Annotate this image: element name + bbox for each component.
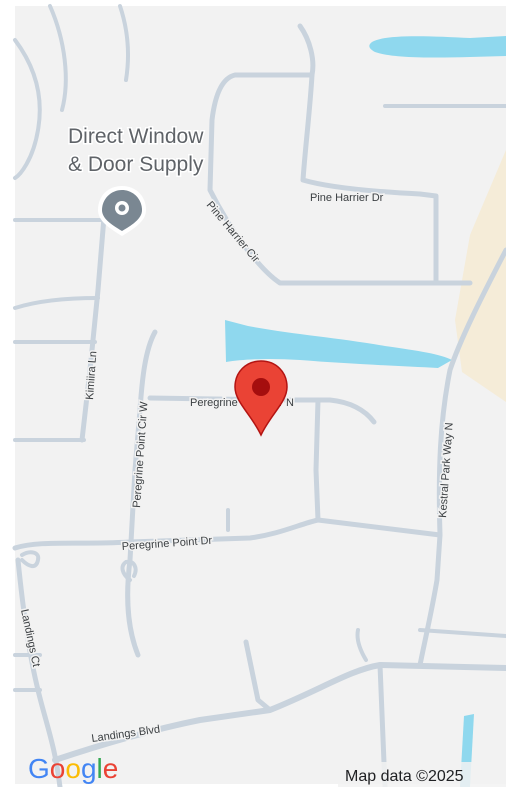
place-name-line1[interactable]: Direct Window bbox=[67, 124, 206, 150]
attribution-background bbox=[338, 762, 506, 787]
google-logo-letter-4: g bbox=[81, 753, 97, 784]
place-pin-icon[interactable] bbox=[98, 186, 146, 236]
google-logo-letter-3: o bbox=[65, 753, 81, 784]
google-logo-letter-6: e bbox=[103, 753, 119, 784]
svg-text:Google: Google bbox=[28, 753, 118, 784]
place-name-line2[interactable]: & Door Supply bbox=[67, 152, 206, 178]
google-logo-letter-1: G bbox=[28, 753, 50, 784]
google-logo-letter-5: l bbox=[97, 753, 103, 784]
red-location-marker-icon[interactable] bbox=[234, 360, 288, 437]
google-logo[interactable]: Google bbox=[28, 753, 118, 784]
road-network bbox=[12, 4, 506, 787]
google-logo-letter-2: o bbox=[50, 753, 66, 784]
street-label-pine-harrier-dr: Pine Harrier Dr bbox=[310, 192, 384, 204]
map-data-attribution[interactable]: Map data ©2025 bbox=[345, 768, 464, 785]
water-pond-top bbox=[369, 36, 506, 58]
street-label-kimiira-ln: Kimiira Ln bbox=[84, 351, 99, 401]
land-area bbox=[455, 150, 506, 402]
water-pond-center bbox=[225, 320, 452, 368]
